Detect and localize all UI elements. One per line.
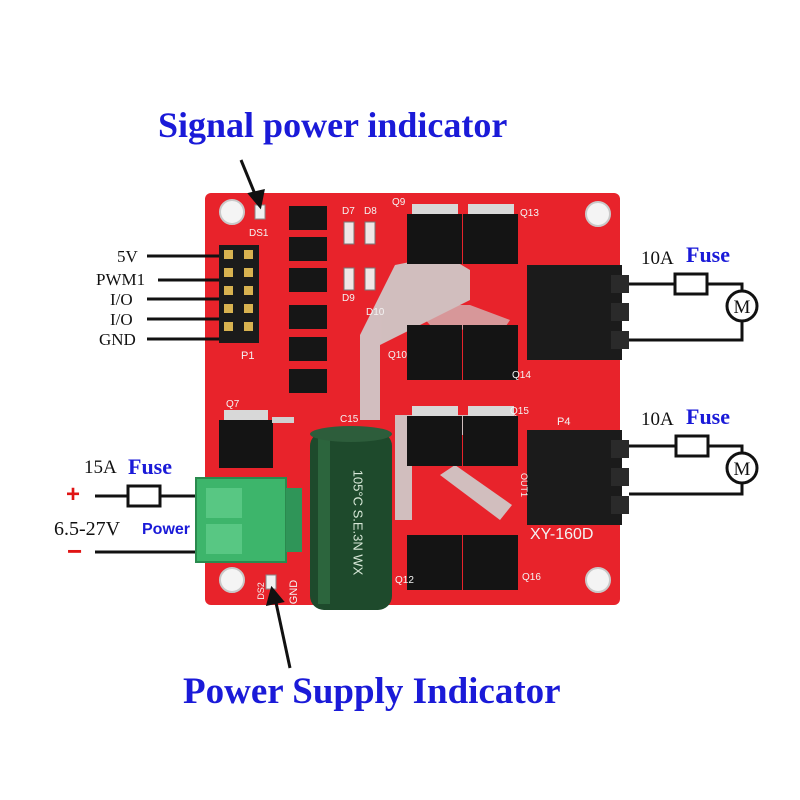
silk-q16: Q16 (522, 572, 541, 583)
silk-ds1: DS1 (249, 228, 269, 239)
power-input-wiring (95, 484, 196, 554)
output1-current: 10A (641, 248, 674, 269)
output1-wiring (629, 272, 759, 342)
silk-q14: Q14 (512, 370, 531, 381)
silk-out1: OUT1 (519, 472, 530, 498)
pin-label-gnd: GND (99, 330, 136, 349)
callout-arrows (239, 159, 292, 669)
silk-d7: D7 (342, 206, 355, 217)
motor-symbol-1: M (734, 297, 751, 318)
output2-current: 10A (641, 409, 674, 430)
silk-p4: P4 (557, 416, 571, 428)
optocoupler-ics (289, 206, 327, 393)
power-label: Power (142, 521, 191, 538)
mosfets (219, 204, 518, 590)
silk-p1: P1 (241, 350, 255, 362)
silk-q12: Q12 (395, 575, 414, 586)
output-terminals (527, 265, 629, 525)
output2-wiring (629, 434, 759, 496)
power-terminal (195, 477, 302, 563)
output2-fuse-label: Fuse (686, 404, 730, 429)
silk-q10: Q10 (388, 350, 407, 361)
led-ds2 (265, 574, 277, 590)
power-input-voltage: 6.5-27V (54, 518, 121, 540)
power-input-fuse-label: Fuse (128, 454, 172, 479)
pin-label-io-2: I/O (110, 310, 133, 329)
power-supply-indicator-label: Power Supply Indicator (183, 671, 561, 712)
silk-q7: Q7 (226, 399, 240, 410)
motor-symbol-2: M (734, 459, 751, 480)
silk-d10: D10 (366, 307, 385, 318)
pcb-board (205, 193, 620, 605)
silk-q15: Q15 (510, 406, 529, 417)
plus-sign: + (66, 481, 81, 508)
silk-ds2: DS2 (255, 582, 266, 600)
silk-gnd: GND (288, 579, 301, 605)
pin-label-io-1: I/O (110, 290, 133, 309)
minus-sign: − (67, 536, 83, 566)
silk-q13: Q13 (520, 208, 539, 219)
capacitor-print: 105°C S.E.3N WX (350, 469, 366, 576)
mounting-holes (219, 199, 611, 593)
diodes (343, 221, 376, 291)
silk-q9: Q9 (392, 197, 406, 208)
silk-d8: D8 (364, 206, 377, 217)
pin-label-pwm1: PWM1 (96, 270, 146, 289)
pin-header (219, 245, 259, 343)
pin-label-5v: 5V (117, 247, 138, 266)
pin-leads (147, 254, 219, 341)
output1-fuse-label: Fuse (686, 242, 730, 267)
silk-c15: C15 (340, 414, 359, 425)
copper-traces (360, 255, 512, 520)
power-input-current: 15A (84, 457, 117, 478)
silk-d9: D9 (342, 293, 355, 304)
silk-model: XY-160D (530, 526, 594, 543)
signal-power-indicator-label: Signal power indicator (158, 105, 508, 145)
electrolytic-capacitor (310, 426, 392, 610)
